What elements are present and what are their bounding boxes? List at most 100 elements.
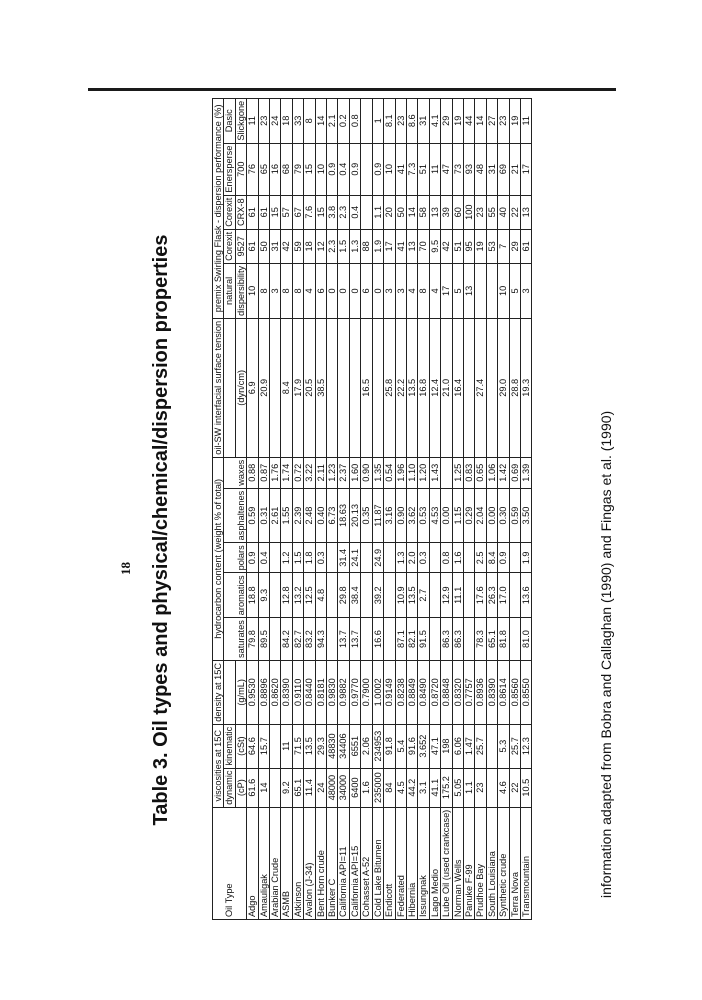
- table-cell: 15.7: [258, 724, 270, 769]
- table-cell: [486, 318, 498, 458]
- table-cell: 23: [258, 98, 270, 144]
- table-cell: 13.5: [406, 572, 418, 618]
- table-cell: 61: [246, 195, 259, 230]
- table-cell: 6.9: [246, 318, 259, 458]
- table-cell: 1.1: [372, 195, 384, 230]
- oil-name-cell: Lago Medio: [429, 807, 441, 920]
- table-cell: 13: [406, 229, 418, 264]
- table-cell: 6: [315, 263, 327, 319]
- table-cell: 65.1: [486, 617, 498, 661]
- table-cell: 81.0: [520, 617, 532, 661]
- table-cell: 1.25: [452, 457, 464, 489]
- table-cell: 3: [520, 263, 532, 319]
- table-cell: 8.1: [383, 98, 395, 144]
- table-cell: 18: [303, 229, 316, 264]
- table-cell: 0.9110: [292, 660, 304, 725]
- table-cell: 29.3: [315, 724, 327, 769]
- table-cell: 2.1: [326, 98, 338, 144]
- table-cell: 2.7: [417, 572, 430, 618]
- table-cell: 17.9: [292, 318, 304, 458]
- table-cell: 15: [303, 143, 316, 196]
- table-cell: 1.6: [452, 542, 464, 573]
- table-cell: 67: [292, 195, 304, 230]
- table-cell: 0.8320: [452, 660, 464, 725]
- table-cell: 57: [280, 195, 293, 230]
- table-cell: 17.6: [474, 572, 487, 618]
- col-header-saturates: saturates: [223, 617, 247, 661]
- table-cell: 0.9770: [349, 660, 361, 725]
- col-header-dispersion-performance: premix Swirling Flask - dispersion perfo…: [212, 98, 224, 319]
- col-header-dynamic: dynamic: [223, 768, 236, 808]
- col-header-waxes: waxes: [223, 457, 247, 489]
- table-cell: 12.3: [520, 724, 532, 769]
- table-cell: 69: [497, 143, 510, 196]
- table-cell: 12: [315, 229, 327, 264]
- oil-name-cell: Atkinson: [292, 807, 304, 920]
- table-cell: 10: [383, 143, 395, 196]
- table-cell: 91.5: [417, 617, 430, 661]
- table-cell: 19: [452, 98, 464, 144]
- table-cell: 31.4: [337, 542, 350, 573]
- table-cell: 1.15: [452, 488, 464, 543]
- table-cell: 0.8848: [440, 660, 453, 725]
- table-cell: [429, 572, 441, 618]
- oil-name-cell: Arabian Crude: [269, 807, 281, 920]
- sub-dasic-slickgone: Slickgone: [235, 98, 247, 144]
- table-cell: 0.69: [509, 457, 521, 489]
- table-cell: 14: [406, 195, 418, 230]
- table-cell: 0: [337, 263, 350, 319]
- table-cell: 18.63: [337, 488, 350, 543]
- oil-name-cell: Cold Lake Bitumen: [372, 807, 384, 920]
- table-cell: 11: [280, 724, 293, 769]
- table-cell: 0.59: [246, 488, 259, 543]
- table-cell: 7: [497, 229, 510, 264]
- table-cell: 65: [258, 143, 270, 196]
- table-cell: 0.90: [395, 488, 407, 543]
- table-cell: 8: [303, 98, 316, 144]
- table-cell: 82.1: [406, 617, 418, 661]
- oil-name-cell: Federated: [395, 807, 407, 920]
- table-cell: 2.37: [337, 457, 350, 489]
- table-cell: [509, 572, 521, 618]
- table-cell: [440, 457, 453, 489]
- table-cell: 3.62: [406, 488, 418, 543]
- table-cell: 60: [452, 195, 464, 230]
- table-cell: 0.31: [258, 488, 270, 543]
- table-cell: 11: [520, 98, 532, 144]
- table-cell: [269, 617, 281, 661]
- table-cell: 1.9: [372, 229, 384, 264]
- table-cell: 3.1: [417, 768, 430, 808]
- table-cell: 0.54: [383, 457, 395, 489]
- table-cell: [383, 617, 395, 661]
- table-cell: 2.48: [303, 488, 316, 543]
- table-cell: [463, 318, 475, 458]
- unit-kinematic: (cSt): [235, 724, 247, 769]
- table-cell: 25.7: [509, 724, 521, 769]
- table-cell: 40: [497, 195, 510, 230]
- table-cell: 0.35: [360, 488, 373, 543]
- table-cell: 0.8: [440, 542, 453, 573]
- table-cell: 3: [383, 263, 395, 319]
- oil-name-cell: Panuke F-99: [463, 807, 475, 920]
- table-cell: 10: [497, 263, 510, 319]
- table-cell: 2.3: [326, 229, 338, 264]
- header-row-1: Oil Type viscosities at 15C density at 1…: [212, 98, 247, 920]
- table-cell: [349, 318, 361, 458]
- table-cell: 79: [292, 143, 304, 196]
- table-cell: 19: [474, 229, 487, 264]
- table-cell: 0: [372, 263, 384, 319]
- table-cell: 91.8: [383, 724, 395, 769]
- table-cell: [360, 143, 373, 196]
- table-cell: 70: [417, 229, 430, 264]
- table-cell: 6.06: [452, 724, 464, 769]
- col-header-corexit-2: Corexit: [223, 195, 236, 230]
- table-cell: 22: [509, 768, 521, 808]
- table-cell: 10: [246, 263, 259, 319]
- table-cell: 14: [474, 98, 487, 144]
- table-cell: 1.8: [303, 542, 316, 573]
